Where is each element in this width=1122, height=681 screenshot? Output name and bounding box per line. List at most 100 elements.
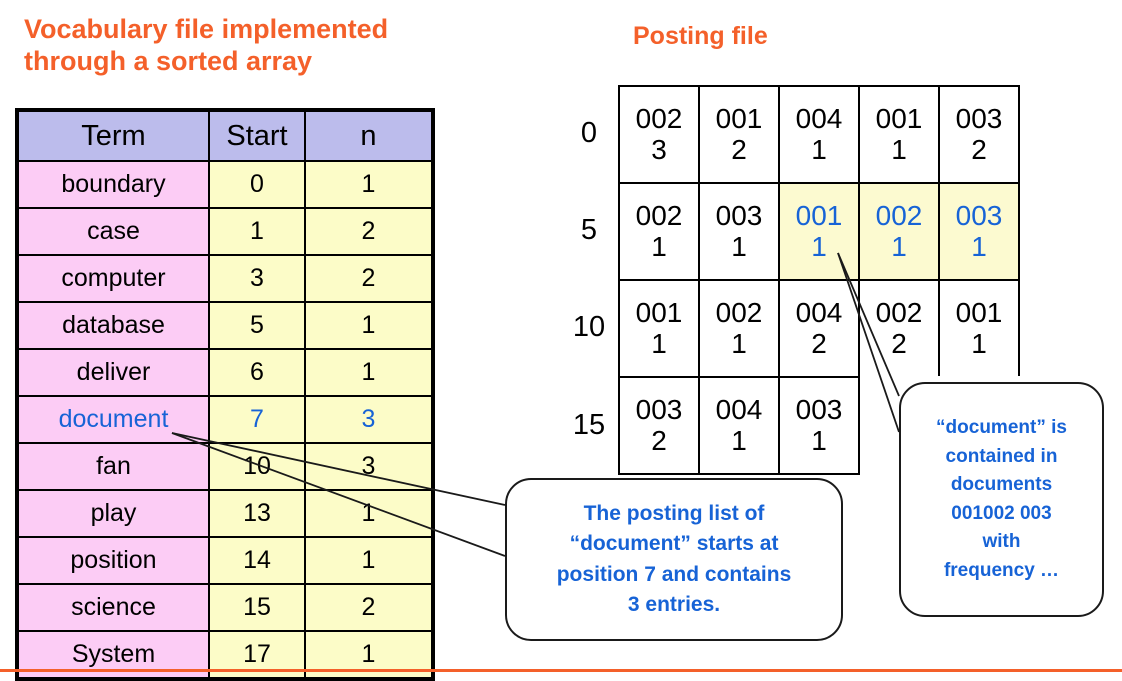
posting-cell-docid: 003 [955, 200, 1003, 232]
vocabulary-n-cell: 2 [304, 207, 434, 256]
posting-cell-frequency: 1 [651, 327, 667, 359]
posting-cell-frequency: 1 [891, 230, 907, 262]
posting-cell-docid: 001 [635, 297, 683, 329]
callout-line: “document” starts at [569, 532, 779, 556]
callout-line: 3 entries. [627, 592, 721, 616]
posting-row-label: 0 [580, 117, 598, 149]
vocabulary-term-cell: fan [16, 442, 210, 491]
vocabulary-n-cell: 1 [304, 348, 434, 397]
vocabulary-term-cell: science [16, 583, 210, 632]
posting-cell-frequency: 1 [651, 230, 667, 262]
vocabulary-start-cell: 5 [208, 301, 306, 350]
posting-cell-frequency: 3 [651, 133, 667, 165]
vocabulary-header-row: Term Start n [16, 109, 434, 162]
posting-cell-docid: 003 [635, 394, 683, 426]
bottom-accent-rule [0, 669, 1122, 672]
posting-cell-docid: 003 [715, 200, 763, 232]
vocabulary-term-cell: play [16, 489, 210, 538]
vocabulary-start-cell: 13 [208, 489, 306, 538]
posting-cell-frequency: 1 [811, 424, 827, 456]
vocabulary-term-cell: computer [16, 254, 210, 303]
posting-cell-docid: 002 [635, 103, 683, 135]
callout-line: frequency … [943, 559, 1060, 581]
posting-file-heading: Posting file [633, 22, 768, 50]
vocabulary-term-cell: document [16, 395, 210, 444]
posting-cell-docid: 002 [875, 200, 923, 232]
vocabulary-start-cell: 3 [208, 254, 306, 303]
vocabulary-start-cell: 0 [208, 160, 306, 209]
callout-line: with [982, 531, 1021, 552]
callout-line: documents [950, 474, 1053, 495]
posting-cell-docid: 001 [715, 103, 763, 135]
posting-cell-frequency: 1 [731, 230, 747, 262]
column-header-n: n [304, 109, 434, 162]
posting-cell-docid: 001 [795, 200, 843, 232]
callout-line: “document” is [936, 417, 1067, 438]
posting-cell-frequency: 2 [971, 133, 987, 165]
posting-cell-frequency: 1 [731, 424, 747, 456]
posting-row-label: 5 [580, 214, 598, 246]
vocabulary-n-cell: 3 [304, 395, 434, 444]
column-header-term: Term [16, 109, 210, 162]
callout-line: The posting list of [583, 501, 765, 525]
posting-cell-frequency: 1 [811, 230, 827, 262]
posting-cell-frequency: 1 [971, 327, 987, 359]
posting-cell-frequency: 1 [891, 133, 907, 165]
posting-cell-docid: 004 [795, 297, 843, 329]
callout-line: position 7 and contains [556, 562, 792, 586]
posting-cell-docid: 002 [715, 297, 763, 329]
vocabulary-start-cell: 10 [208, 442, 306, 491]
vocabulary-term-cell: boundary [16, 160, 210, 209]
vocabulary-term-cell: case [16, 207, 210, 256]
vocabulary-start-cell: 7 [208, 395, 306, 444]
vocabulary-n-cell: 2 [304, 254, 434, 303]
vocabulary-heading: Vocabulary file implemented through a so… [24, 14, 389, 76]
posting-row-label: 15 [572, 409, 606, 441]
vocabulary-start-cell: 14 [208, 536, 306, 585]
posting-cell-frequency: 1 [971, 230, 987, 262]
vocabulary-n-cell: 1 [304, 160, 434, 209]
posting-cell-frequency: 2 [731, 133, 747, 165]
callout-posting-list-info: The posting list of “document” starts at p… [505, 478, 843, 641]
posting-cell-frequency: 2 [651, 424, 667, 456]
vocabulary-n-cell: 2 [304, 583, 434, 632]
callout-line: 001002 003 [951, 502, 1052, 524]
vocabulary-term-cell: database [16, 301, 210, 350]
posting-cell-frequency: 2 [811, 327, 827, 359]
posting-cell-docid: 001 [955, 297, 1003, 329]
posting-cell-docid: 004 [715, 394, 763, 426]
vocabulary-start-cell: 1 [208, 207, 306, 256]
posting-cell-frequency: 2 [891, 327, 907, 359]
